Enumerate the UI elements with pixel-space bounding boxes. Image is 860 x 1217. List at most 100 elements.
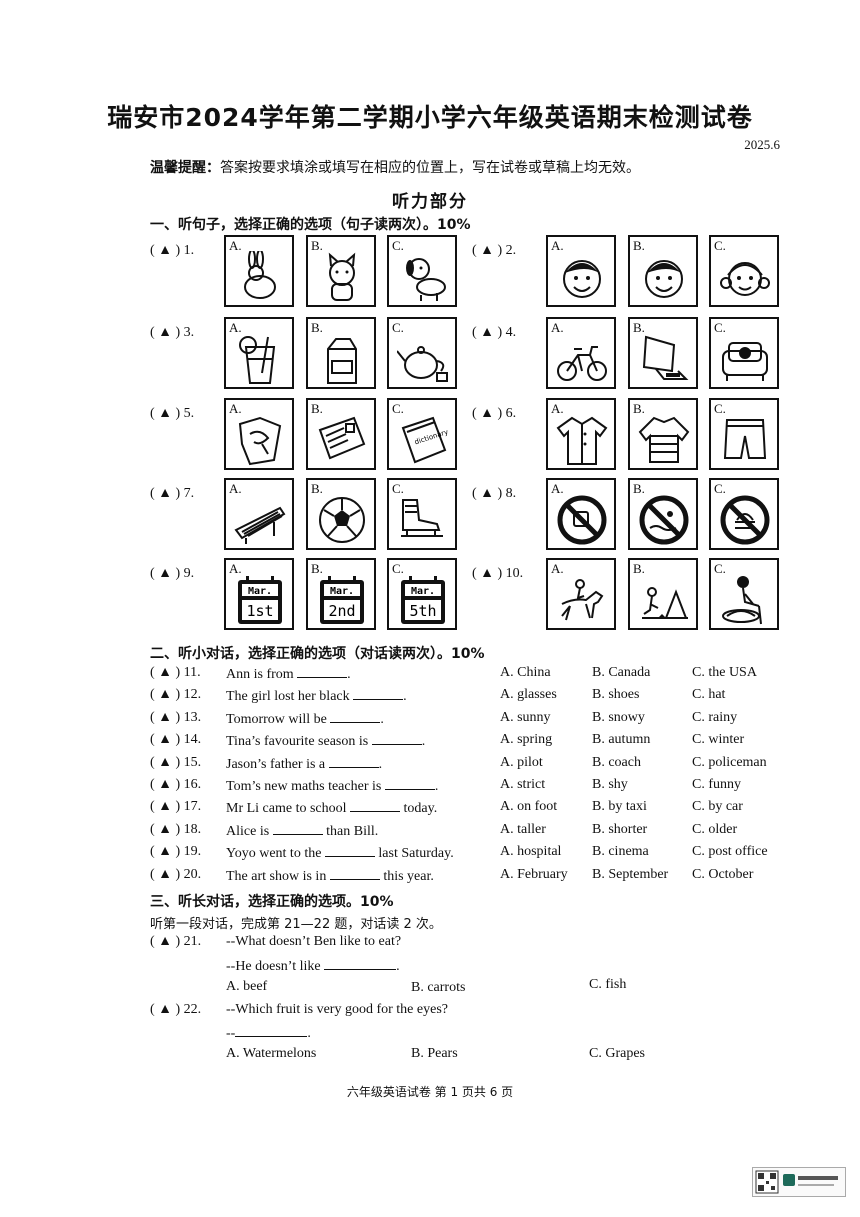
question-10-option-a[interactable]: A. bbox=[546, 558, 616, 630]
option-b[interactable]: B. snowy bbox=[592, 709, 645, 725]
option-b[interactable]: B. Canada bbox=[592, 665, 651, 680]
question-number[interactable]: ( ▲ ) 16. bbox=[150, 777, 202, 792]
option-b[interactable]: B. cinema bbox=[592, 844, 649, 860]
q22-option-a[interactable]: A. Watermelons bbox=[226, 1046, 317, 1061]
question-number[interactable]: ( ▲ ) 19. bbox=[150, 844, 202, 860]
question-number[interactable]: ( ▲ ) 13. bbox=[150, 709, 202, 725]
q21-option-a[interactable]: A. beef bbox=[226, 979, 268, 994]
answer-blank[interactable] bbox=[384, 777, 435, 790]
question-9-number[interactable]: ( ▲ ) 9. bbox=[150, 566, 195, 581]
option-c[interactable]: C. post office bbox=[692, 844, 768, 860]
option-a[interactable]: A. taller bbox=[500, 821, 546, 837]
q21-blank[interactable] bbox=[324, 957, 397, 970]
question-3-option-c[interactable]: C. bbox=[387, 317, 457, 389]
option-c[interactable]: C. the USA bbox=[692, 665, 757, 680]
question-6-option-c[interactable]: C. bbox=[709, 398, 779, 470]
question-number[interactable]: ( ▲ ) 14. bbox=[150, 732, 202, 748]
question-number[interactable]: ( ▲ ) 20. bbox=[150, 866, 202, 882]
question-1-option-a[interactable]: A. bbox=[224, 235, 294, 307]
option-a[interactable]: A. glasses bbox=[500, 687, 557, 703]
question-number[interactable]: ( ▲ ) 18. bbox=[150, 821, 202, 837]
option-b[interactable]: B. by taxi bbox=[592, 799, 647, 815]
question-2-option-b[interactable]: B. bbox=[628, 235, 698, 307]
question-8-option-a[interactable]: A. bbox=[546, 478, 616, 550]
option-c[interactable]: C. rainy bbox=[692, 709, 738, 725]
q21-option-b[interactable]: B. carrots bbox=[411, 980, 466, 995]
question-number[interactable]: ( ▲ ) 12. bbox=[150, 687, 202, 703]
question-9-option-c[interactable]: C. Mar. 5th bbox=[387, 558, 457, 630]
question-5-number[interactable]: ( ▲ ) 5. bbox=[150, 406, 195, 421]
question-5-option-c[interactable]: C.dictionary bbox=[387, 398, 457, 470]
option-b[interactable]: B. shoes bbox=[592, 687, 640, 703]
option-b[interactable]: B. shy bbox=[592, 777, 628, 792]
option-b[interactable]: B. September bbox=[592, 866, 669, 882]
option-c[interactable]: C. funny bbox=[692, 777, 741, 792]
question-2-option-a[interactable]: A. bbox=[546, 235, 616, 307]
question-7-number[interactable]: ( ▲ ) 7. bbox=[150, 486, 195, 501]
option-a[interactable]: A. strict bbox=[500, 777, 546, 792]
question-10-number[interactable]: ( ▲ ) 10. bbox=[472, 566, 524, 581]
question-3-number[interactable]: ( ▲ ) 3. bbox=[150, 325, 195, 340]
q22-option-c[interactable]: C. Grapes bbox=[589, 1046, 645, 1061]
answer-blank[interactable] bbox=[328, 755, 379, 768]
question-1-number[interactable]: ( ▲ ) 1. bbox=[150, 243, 195, 258]
option-a[interactable]: A. hospital bbox=[500, 844, 562, 860]
question-7-option-c[interactable]: C. bbox=[387, 478, 457, 550]
question-9-option-a[interactable]: A. Mar. 1st bbox=[224, 558, 294, 630]
question-7-option-a[interactable]: A. bbox=[224, 478, 294, 550]
question-3-option-b[interactable]: B. bbox=[306, 317, 376, 389]
option-a[interactable]: A. sunny bbox=[500, 709, 551, 725]
option-c[interactable]: C. older bbox=[692, 821, 738, 837]
question-8-option-c[interactable]: C. bbox=[709, 478, 779, 550]
question-4-option-c[interactable]: C. bbox=[709, 317, 779, 389]
option-c[interactable]: C. policeman bbox=[692, 754, 767, 770]
question-4-option-a[interactable]: A. bbox=[546, 317, 616, 389]
q22-number[interactable]: ( ▲ ) 22. bbox=[150, 1002, 202, 1017]
option-b[interactable]: B. coach bbox=[592, 754, 641, 770]
question-1-option-b[interactable]: B. bbox=[306, 235, 376, 307]
question-6-number[interactable]: ( ▲ ) 6. bbox=[472, 406, 517, 421]
answer-blank[interactable] bbox=[272, 822, 323, 835]
q21-number[interactable]: ( ▲ ) 21. bbox=[150, 934, 202, 949]
answer-blank[interactable] bbox=[329, 867, 380, 880]
option-c[interactable]: C. October bbox=[692, 866, 754, 882]
option-a[interactable]: A. February bbox=[500, 866, 568, 882]
question-10-option-c[interactable]: C. bbox=[709, 558, 779, 630]
question-6-option-a[interactable]: A. bbox=[546, 398, 616, 470]
q22-option-b[interactable]: B. Pears bbox=[411, 1046, 458, 1061]
question-3-option-a[interactable]: A. bbox=[224, 317, 294, 389]
question-4-option-b[interactable]: B. bbox=[628, 317, 698, 389]
answer-blank[interactable] bbox=[350, 799, 401, 813]
option-a[interactable]: A. spring bbox=[500, 732, 553, 748]
question-7-option-b[interactable]: B. bbox=[306, 478, 376, 550]
question-8-number[interactable]: ( ▲ ) 8. bbox=[472, 486, 517, 501]
option-a[interactable]: A. on foot bbox=[500, 799, 558, 815]
question-10-option-b[interactable]: B. bbox=[628, 558, 698, 630]
question-1-option-c[interactable]: C. bbox=[387, 235, 457, 307]
question-2-option-c[interactable]: C. bbox=[709, 235, 779, 307]
option-c[interactable]: C. hat bbox=[692, 687, 726, 703]
option-b[interactable]: B. autumn bbox=[592, 732, 651, 748]
answer-blank[interactable] bbox=[330, 710, 381, 723]
answer-blank[interactable] bbox=[371, 732, 422, 746]
question-4-number[interactable]: ( ▲ ) 4. bbox=[472, 325, 517, 340]
question-2-number[interactable]: ( ▲ ) 2. bbox=[472, 243, 517, 258]
answer-blank[interactable] bbox=[353, 687, 404, 701]
answer-blank[interactable] bbox=[324, 844, 375, 858]
q21-option-c[interactable]: C. fish bbox=[589, 977, 627, 992]
question-6-option-b[interactable]: B. bbox=[628, 398, 698, 470]
option-c[interactable]: C. by car bbox=[692, 799, 743, 815]
question-number[interactable]: ( ▲ ) 15. bbox=[150, 754, 202, 770]
question-5-option-a[interactable]: A. bbox=[224, 398, 294, 470]
question-5-option-b[interactable]: B. bbox=[306, 398, 376, 470]
answer-blank[interactable] bbox=[297, 665, 348, 678]
q22-blank[interactable] bbox=[235, 1024, 308, 1037]
question-8-option-b[interactable]: B. bbox=[628, 478, 698, 550]
option-a[interactable]: A. pilot bbox=[500, 754, 543, 770]
question-number[interactable]: ( ▲ ) 17. bbox=[150, 799, 202, 815]
question-9-option-b[interactable]: B. Mar. 2nd bbox=[306, 558, 376, 630]
option-a[interactable]: A. China bbox=[500, 665, 551, 680]
option-c[interactable]: C. winter bbox=[692, 732, 745, 748]
question-number[interactable]: ( ▲ ) 11. bbox=[150, 665, 201, 680]
option-b[interactable]: B. shorter bbox=[592, 821, 648, 837]
